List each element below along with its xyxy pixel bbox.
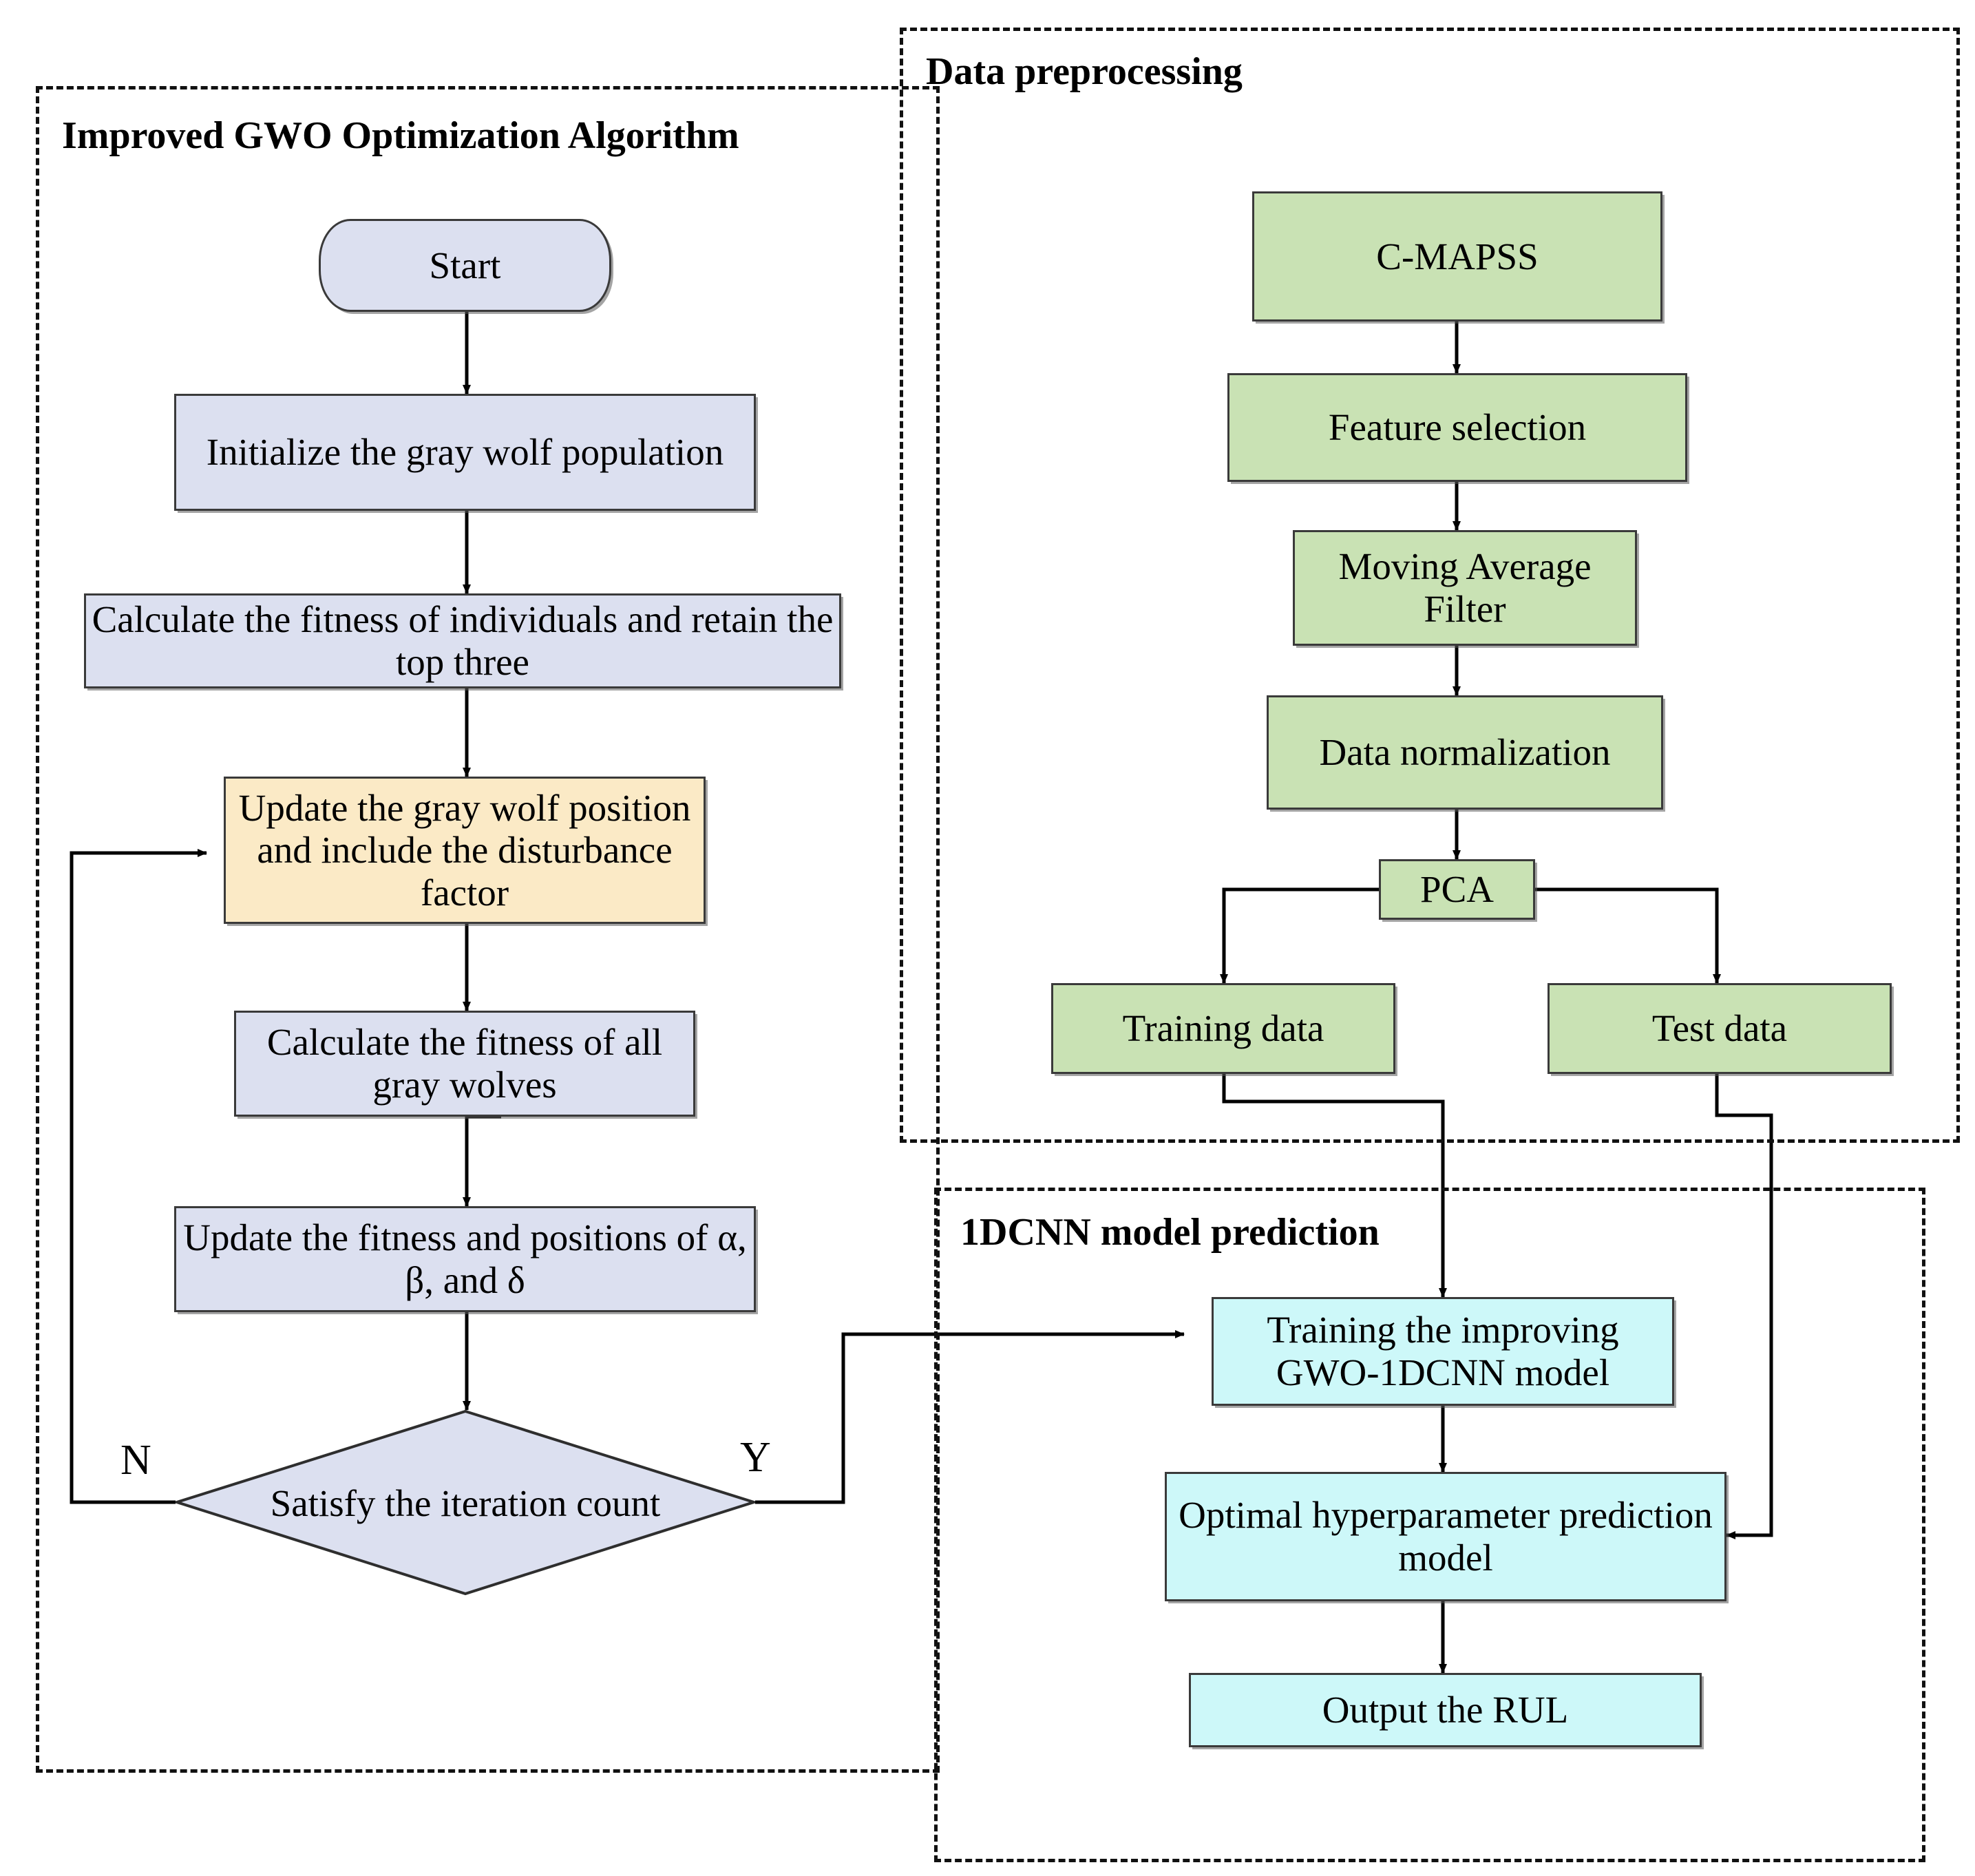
diamond-shape [172,1409,759,1596]
edge-yes-to-model [755,1330,1185,1504]
node-output-rul-label: Output the RUL [1322,1689,1569,1731]
node-calculate-fitness-top3-label: Calculate the fitness of individuals and… [92,598,834,683]
node-update-alpha-beta-delta[interactable]: Update the fitness and positions of α, β… [174,1206,756,1312]
node-test-data[interactable]: Test data [1548,983,1892,1074]
node-pca-label: PCA [1420,868,1494,911]
node-calculate-fitness-all-label: Calculate the fitness of all gray wolves [266,1021,663,1106]
node-data-normalization-label: Data normalization [1319,731,1611,774]
branch-label-no: N [120,1437,151,1484]
node-training-gwo-1dcnn-label: Training the improving GWO-1DCNN model [1267,1309,1619,1393]
node-start[interactable]: Start [319,219,611,312]
node-initialize-population-label: Initialize the gray wolf population [206,431,724,474]
node-calculate-fitness-all[interactable]: Calculate the fitness of all gray wolves [234,1011,695,1117]
edge-pca-to-test [1535,887,1721,984]
edge-training-to-model [1222,1074,1447,1298]
node-moving-average-filter[interactable]: Moving Average Filter [1293,530,1637,646]
node-cmapss-label: C-MAPSS [1376,235,1539,277]
node-start-label: Start [429,244,501,286]
group-prep [900,28,1960,1143]
group-gwo-title: Improved GWO Optimization Algorithm [62,114,739,157]
node-update-wolf-position-label: Update the gray wolf position and includ… [238,786,691,914]
node-feature-selection-label: Feature selection [1328,406,1587,449]
node-decision-iteration-count[interactable]: Satisfy the iteration count [172,1409,759,1596]
node-update-wolf-position[interactable]: Update the gray wolf position and includ… [224,777,706,924]
edge-calcall-to-updateabd [463,1115,501,1207]
node-training-gwo-1dcnn[interactable]: Training the improving GWO-1DCNN model [1212,1297,1674,1406]
edge-pca-to-training [1220,887,1379,984]
node-training-data-label: Training data [1122,1007,1324,1050]
node-optimal-hyperparameter-label: Optimal hyperparameter prediction model [1179,1494,1713,1579]
group-cnn-title: 1DCNN model prediction [960,1211,1380,1254]
node-data-normalization[interactable]: Data normalization [1267,695,1663,810]
group-cnn [934,1188,1925,1862]
node-training-data[interactable]: Training data [1051,983,1395,1074]
group-prep-title: Data preprocessing [926,50,1243,93]
node-cmapss[interactable]: C-MAPSS [1252,191,1662,322]
node-moving-average-filter-label: Moving Average Filter [1338,545,1592,630]
branch-label-yes: Y [740,1434,771,1481]
node-update-alpha-beta-delta-label: Update the fitness and positions of α, β… [183,1216,747,1301]
edge-test-to-optimal [1715,1074,1773,1539]
node-feature-selection[interactable]: Feature selection [1227,373,1687,482]
edge-no-loop [70,849,207,1504]
node-initialize-population[interactable]: Initialize the gray wolf population [174,394,756,511]
node-output-rul[interactable]: Output the RUL [1189,1673,1702,1747]
node-calculate-fitness-top3[interactable]: Calculate the fitness of individuals and… [84,593,841,688]
node-pca[interactable]: PCA [1379,859,1535,920]
group-gwo [36,86,940,1773]
node-optimal-hyperparameter[interactable]: Optimal hyperparameter prediction model [1165,1472,1726,1601]
node-test-data-label: Test data [1651,1007,1788,1050]
